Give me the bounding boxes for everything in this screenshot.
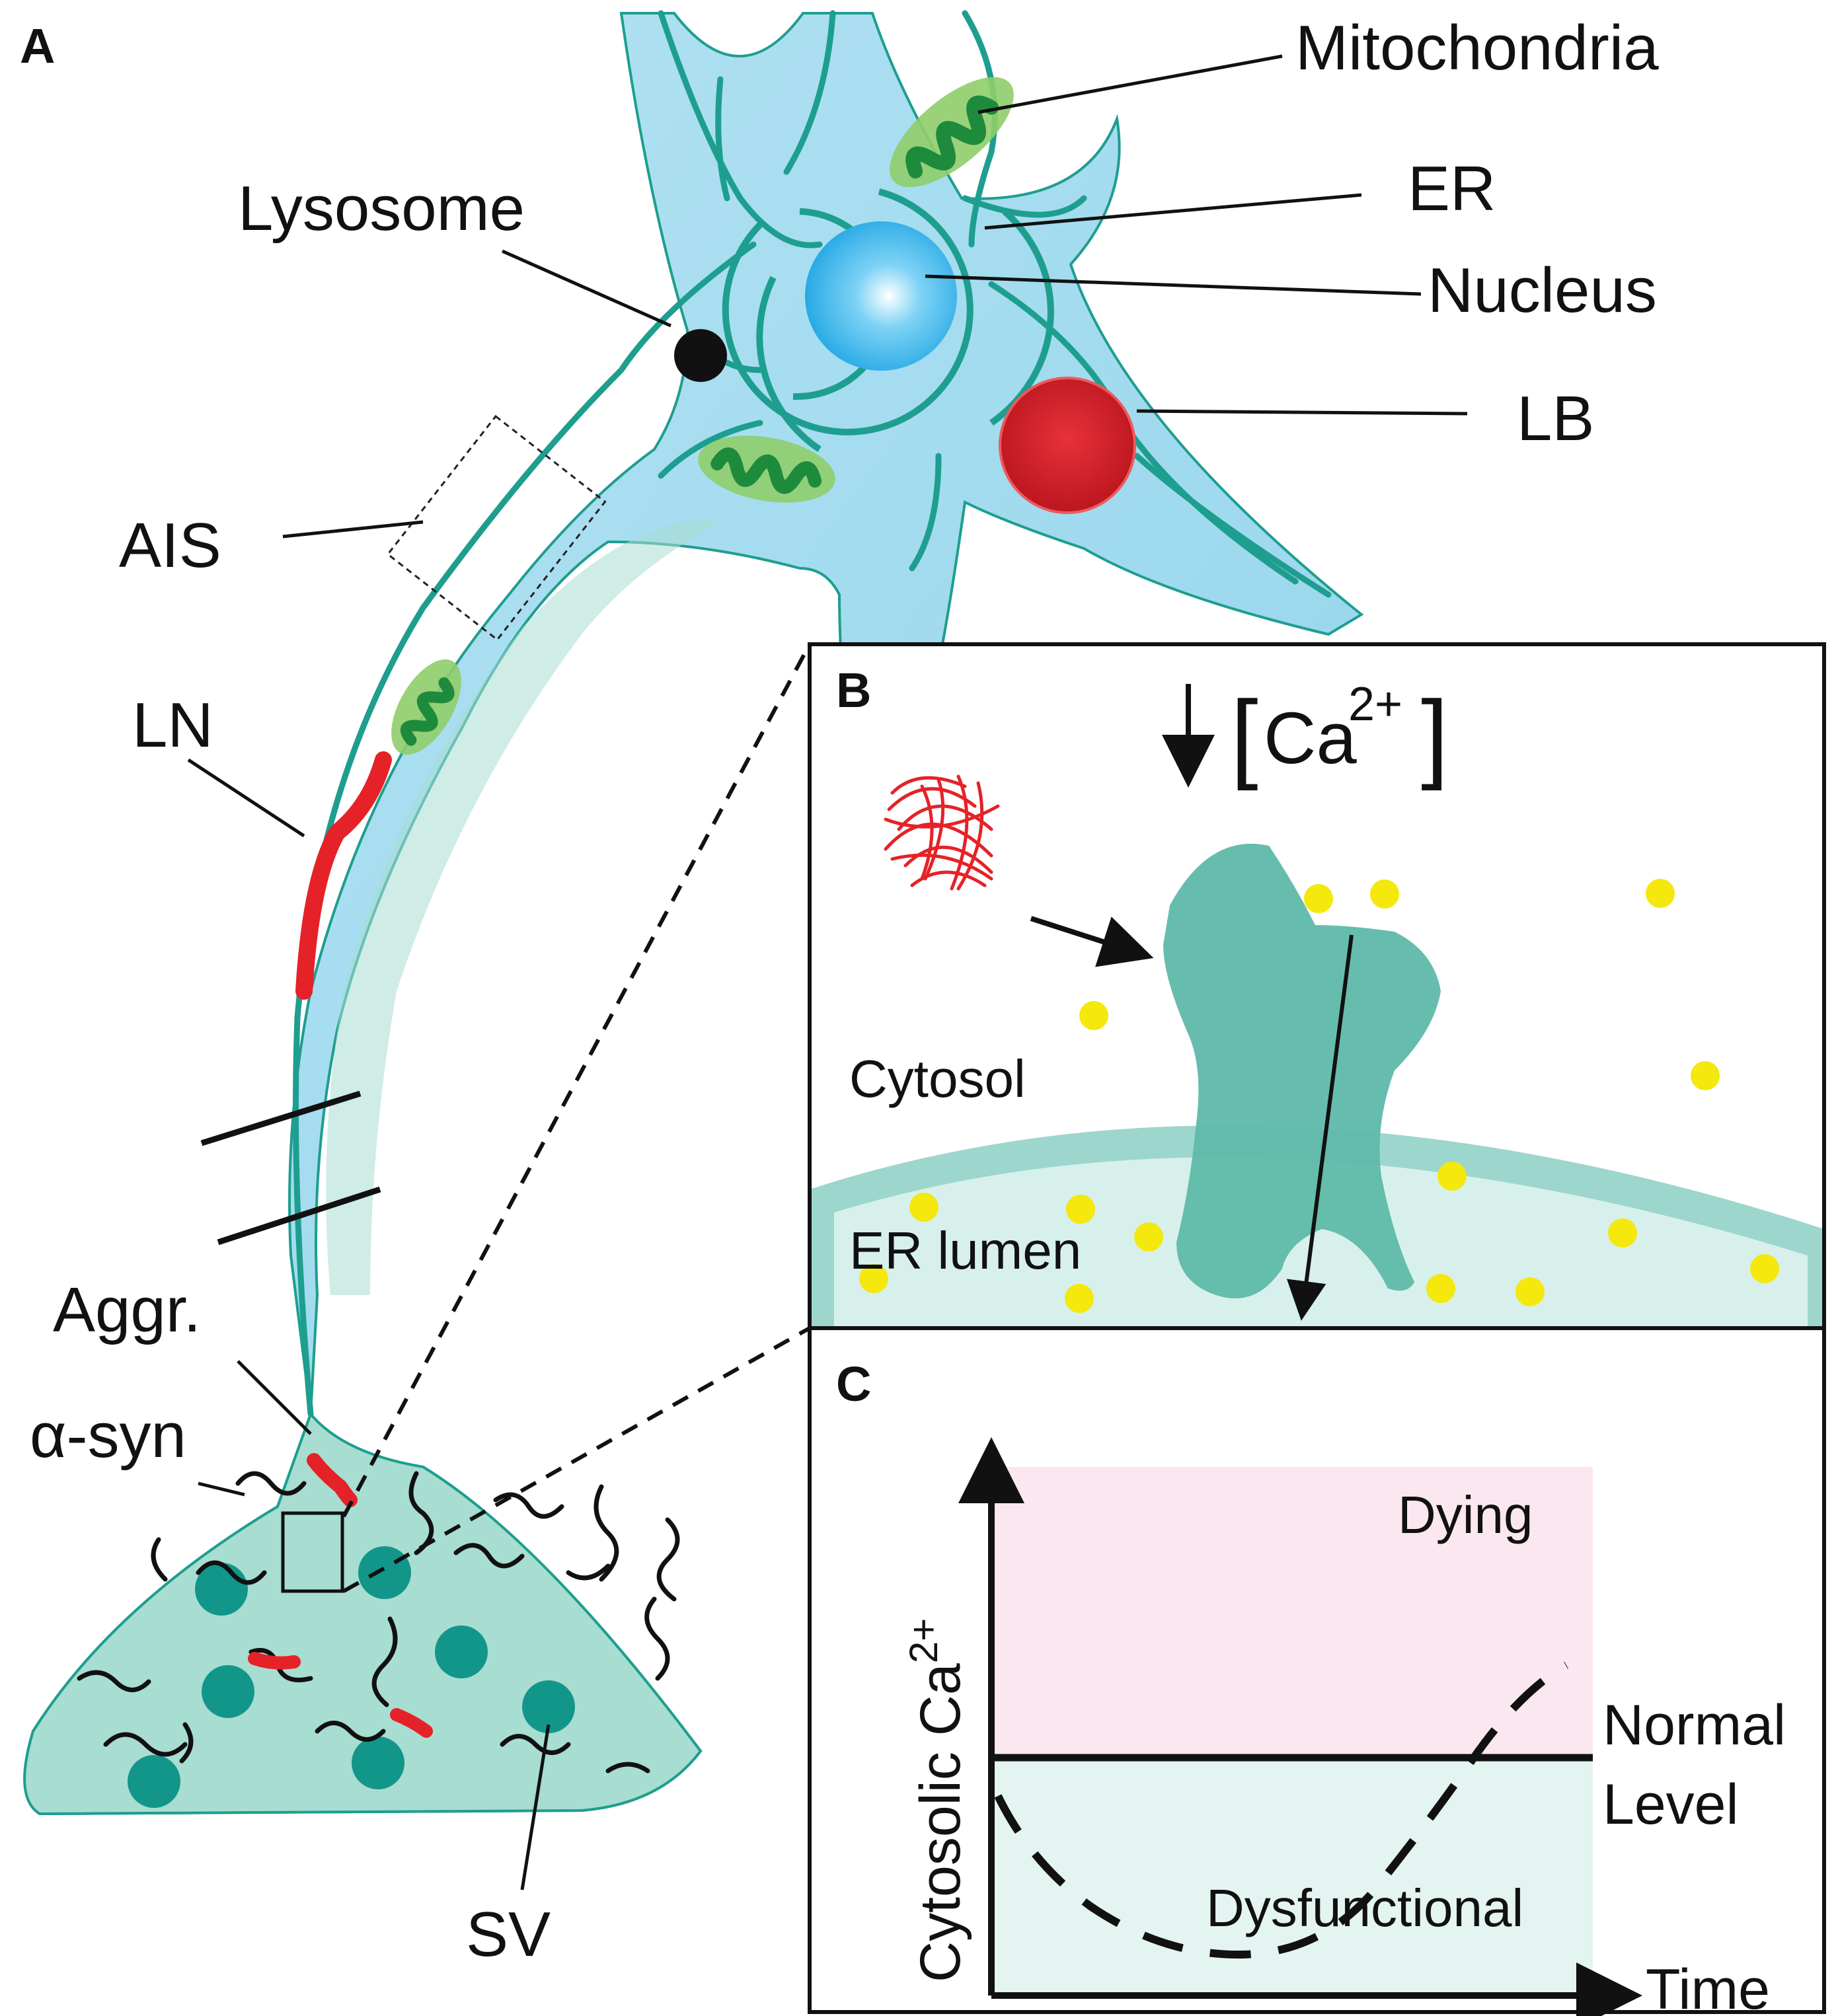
- calcium-ions: [859, 879, 1779, 1313]
- lewy-neurite-label: LN: [132, 690, 213, 761]
- synaptic-vesicles: [128, 1546, 575, 1808]
- panel-b: [ Ca 2+ ] B Cytosol ER lumen: [808, 642, 1826, 1330]
- cytoskeleton: [293, 10, 1332, 1417]
- nucleus-label: Nucleus: [1428, 255, 1657, 326]
- panel-b-letter: B: [836, 663, 871, 718]
- aggregate: [307, 1453, 358, 1507]
- panel-c-letter: C: [836, 1357, 871, 1411]
- dysfunctional-zone: [991, 1758, 1593, 1996]
- x-axis-label: Time: [1646, 1958, 1770, 2016]
- ais-label: AIS: [119, 510, 221, 581]
- panel-a-letter: A: [20, 19, 55, 73]
- lysosome: [674, 329, 727, 382]
- mitochondria-label: Mitochondria: [1295, 13, 1659, 83]
- mitochondrion: [698, 435, 835, 503]
- mitochondrion: [890, 77, 1014, 188]
- lewy-neurite: [295, 751, 392, 1000]
- lewy-body-label: LB: [1517, 383, 1594, 454]
- cytosol-label: Cytosol: [849, 1049, 1026, 1108]
- calcium-charge: 2+: [1348, 678, 1402, 731]
- leader-lines: [187, 54, 1468, 1890]
- calcium-symbol: Ca: [1264, 698, 1357, 779]
- panel-c: C Dying Dysfunctional Normal Level Time …: [808, 1326, 1826, 2016]
- calcium-trajectory: [994, 1661, 1568, 1959]
- lewy-body: [999, 377, 1136, 514]
- axon-shaft: [326, 519, 720, 1295]
- dysfunctional-label: Dysfunctional: [1206, 1879, 1523, 1937]
- aggregate: [390, 1708, 433, 1738]
- aggregate: [248, 1652, 301, 1670]
- lysosome-label: Lysosome: [238, 173, 525, 244]
- dying-label: Dying: [1398, 1485, 1533, 1544]
- normal-level-label-line2: Level: [1603, 1773, 1739, 1836]
- er-lumen-label: ER lumen: [849, 1221, 1081, 1280]
- normal-level-label-line1: Normal: [1603, 1694, 1786, 1757]
- er-label: ER: [1408, 153, 1496, 224]
- axon-break-line: [217, 1186, 381, 1246]
- mitochondrion: [391, 659, 461, 755]
- y-axis-label: Cytosolic Ca2+: [901, 1618, 972, 1982]
- alpha-syn-label: α-syn: [30, 1400, 186, 1471]
- ion-channel: [1163, 843, 1441, 1298]
- calcium-flux-arrow: [1286, 934, 1354, 1321]
- fibril-to-channel-arrow: [1030, 916, 1154, 967]
- panel-a-neuron: A Mitochondria ER Nucleus Lysosome LB AI…: [20, 10, 1659, 1970]
- bracket-close: ]: [1421, 680, 1449, 791]
- aggregate-label: Aggr.: [53, 1275, 201, 1345]
- zoom-lines: [342, 643, 812, 1593]
- bracket-open: [: [1231, 680, 1258, 791]
- nucleus: [805, 221, 957, 371]
- alpha-synuclein-strands: [77, 1471, 680, 1773]
- synaptic-vesicle-label: SV: [466, 1899, 551, 1970]
- axon-break-line: [200, 1090, 362, 1146]
- zoom-box: [281, 1511, 344, 1593]
- dying-zone: [991, 1467, 1593, 1758]
- alpha-syn-fibril: [884, 774, 1000, 891]
